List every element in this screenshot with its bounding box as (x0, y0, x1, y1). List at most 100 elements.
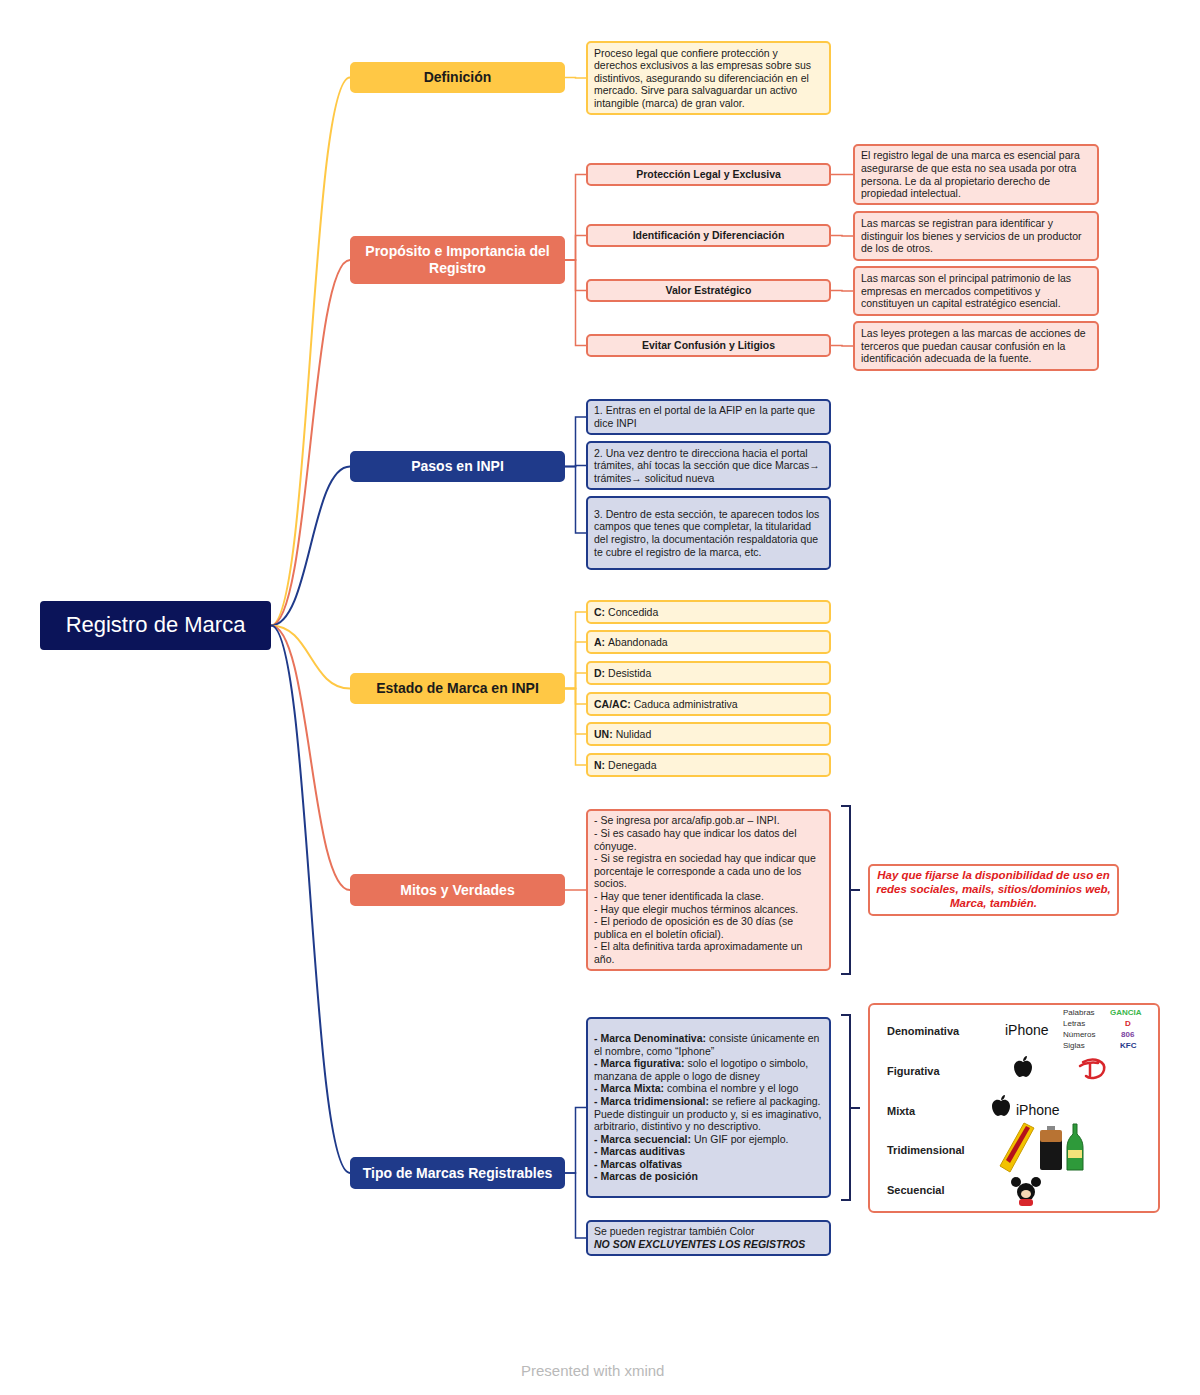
node-text: 2. Una vez dentro te direcciona hacia el… (594, 447, 820, 484)
subtopic-box: Identificación y Diferenciación (586, 224, 831, 247)
node-text: UN: (594, 728, 613, 740)
text-line: - Marcas de posición (594, 1170, 823, 1183)
node-text: Propósito e Importancia del Registro (365, 243, 549, 276)
text-line: Propósito e Importancia del Registro (360, 243, 555, 277)
connector (565, 77, 586, 79)
node-text: CA/AC: (594, 698, 631, 710)
node-text: - Marcas auditivas (594, 1145, 685, 1157)
bracket (841, 1015, 860, 1200)
subtopic-box: Protección Legal y Exclusiva (586, 163, 831, 186)
status-box: N:Denegada (586, 753, 831, 777)
connector (565, 260, 586, 346)
node-text: D: (594, 667, 605, 679)
text-line: - El periodo de oposición es de 30 días … (594, 915, 823, 940)
node-text: Se pueden registrar también Color (594, 1225, 755, 1237)
node-text: combina el nombre y el logo (667, 1082, 798, 1094)
status-box: C:Concedida (586, 600, 831, 624)
text-line: Definición (360, 69, 555, 86)
text-line: D:Desistida (594, 667, 823, 680)
node-text: El registro legal de una marca es esenci… (861, 149, 1080, 199)
description-box: Las marcas son el principal patrimonio d… (853, 266, 1099, 316)
node-text: Un GIF por ejemplo. (694, 1133, 789, 1145)
connector (565, 642, 586, 689)
node-text: - Hay que tener identificada la clase. (594, 890, 764, 902)
node-text: Hay que fijarse la disponibilidad de uso… (876, 869, 1111, 909)
node-text: Nulidad (616, 728, 652, 740)
node-text: Valor Estratégico (666, 284, 752, 296)
node-text: Registro de Marca (66, 612, 246, 637)
note-box: Se pueden registrar también ColorNO SON … (586, 1220, 831, 1256)
text-line: C:Concedida (594, 606, 823, 619)
connector (565, 236, 586, 261)
text-line: Evitar Confusión y Litigios (594, 339, 823, 352)
node-text: Proceso legal que confiere protección y … (594, 47, 811, 109)
connector (271, 626, 350, 1174)
node-text: - El alta definitiva tarda aproximadamen… (594, 940, 802, 965)
node-text: - Marcas de posición (594, 1170, 698, 1182)
watermark: Presented with xmind (521, 1362, 664, 1379)
node-text: - Marca Denominativa: (594, 1032, 706, 1044)
main-topic: Estado de Marca en INPI (350, 673, 565, 704)
panel-text: Secuencial (887, 1184, 944, 1197)
node-text: - El periodo de oposición es de 30 días … (594, 915, 793, 940)
example-panel: DenominativaiPhonePalabrasGANCIALetrasDN… (868, 1003, 1160, 1213)
text-line: Proceso legal que confiere protección y … (594, 47, 823, 110)
connector (271, 626, 350, 891)
main-topic: Tipo de Marcas Registrables (350, 1157, 565, 1189)
node-text: - Se ingresa por arca/afip.gob.ar – INPI… (594, 814, 780, 826)
text-line: 2. Una vez dentro te direcciona hacia el… (594, 447, 823, 485)
panel-text: D (1125, 1019, 1131, 1029)
central-topic: Registro de Marca (40, 601, 271, 650)
callout-note: Hay que fijarse la disponibilidad de uso… (868, 864, 1119, 916)
text-line: Las leyes protegen a las marcas de accio… (861, 327, 1091, 365)
connector (565, 889, 586, 891)
connector (565, 1108, 586, 1174)
text-line: 1. Entras en el portal de la AFIP en la … (594, 404, 823, 429)
subtopic-box: Evitar Confusión y Litigios (586, 334, 831, 357)
step-box: 1. Entras en el portal de la AFIP en la … (586, 399, 831, 435)
status-box: A:Abandonada (586, 630, 831, 654)
panel-text: KFC (1120, 1041, 1136, 1051)
node-text: C: (594, 606, 605, 618)
text-line: CA/AC:Caduca administrativa (594, 698, 823, 711)
text-line: - Marcas olfativas (594, 1158, 823, 1171)
panel-text: Números (1063, 1030, 1095, 1040)
connector (831, 174, 853, 176)
description-box: Proceso legal que confiere protección y … (586, 41, 831, 115)
node-text: 3. Dentro de esta sección, te aparecen t… (594, 508, 819, 558)
node-text: Identificación y Diferenciación (633, 229, 785, 241)
list-box: - Marca Denominativa:consiste únicamente… (586, 1017, 831, 1198)
text-line: Identificación y Diferenciación (594, 229, 823, 242)
panel-text: Denominativa (887, 1025, 959, 1038)
connector (831, 235, 853, 237)
description-box: Las marcas se registran para identificar… (853, 211, 1099, 261)
text-line: - El alta definitiva tarda aproximadamen… (594, 940, 823, 965)
text-line: - Si es casado hay que indicar los datos… (594, 827, 823, 852)
connector (271, 78, 350, 626)
node-text: 1. Entras en el portal de la AFIP en la … (594, 404, 815, 429)
panel-text: 806 (1121, 1030, 1134, 1040)
node-text: N: (594, 759, 605, 771)
node-text: Tipo de Marcas Registrables (363, 1165, 553, 1181)
node-text: - Si es casado hay que indicar los datos… (594, 827, 797, 852)
node-text: - Marca figurativa: (594, 1057, 684, 1069)
node-text: Caduca administrativa (634, 698, 738, 710)
text-line: Registro de Marca (50, 612, 261, 638)
panel-text: Mixta (887, 1105, 915, 1118)
node-text: Las marcas son el principal patrimonio d… (861, 272, 1071, 309)
node-text: Desistida (608, 667, 651, 679)
node-text: Abandonada (608, 636, 668, 648)
text-line: - Marcas auditivas (594, 1145, 823, 1158)
node-text: - Si se registra en sociedad hay que ind… (594, 852, 816, 889)
connector (565, 175, 586, 261)
connector (565, 417, 586, 467)
node-text: NO SON EXCLUYENTES LOS REGISTROS (594, 1238, 805, 1250)
text-line: Hay que fijarse la disponibilidad de uso… (876, 869, 1111, 910)
panel-text: GANCIA (1110, 1008, 1142, 1018)
status-box: D:Desistida (586, 661, 831, 685)
node-text: A: (594, 636, 605, 648)
connector (271, 260, 350, 626)
node-text: - Marca tridimensional: (594, 1095, 709, 1107)
text-line: Estado de Marca en INPI (360, 680, 555, 697)
connector (565, 467, 586, 534)
